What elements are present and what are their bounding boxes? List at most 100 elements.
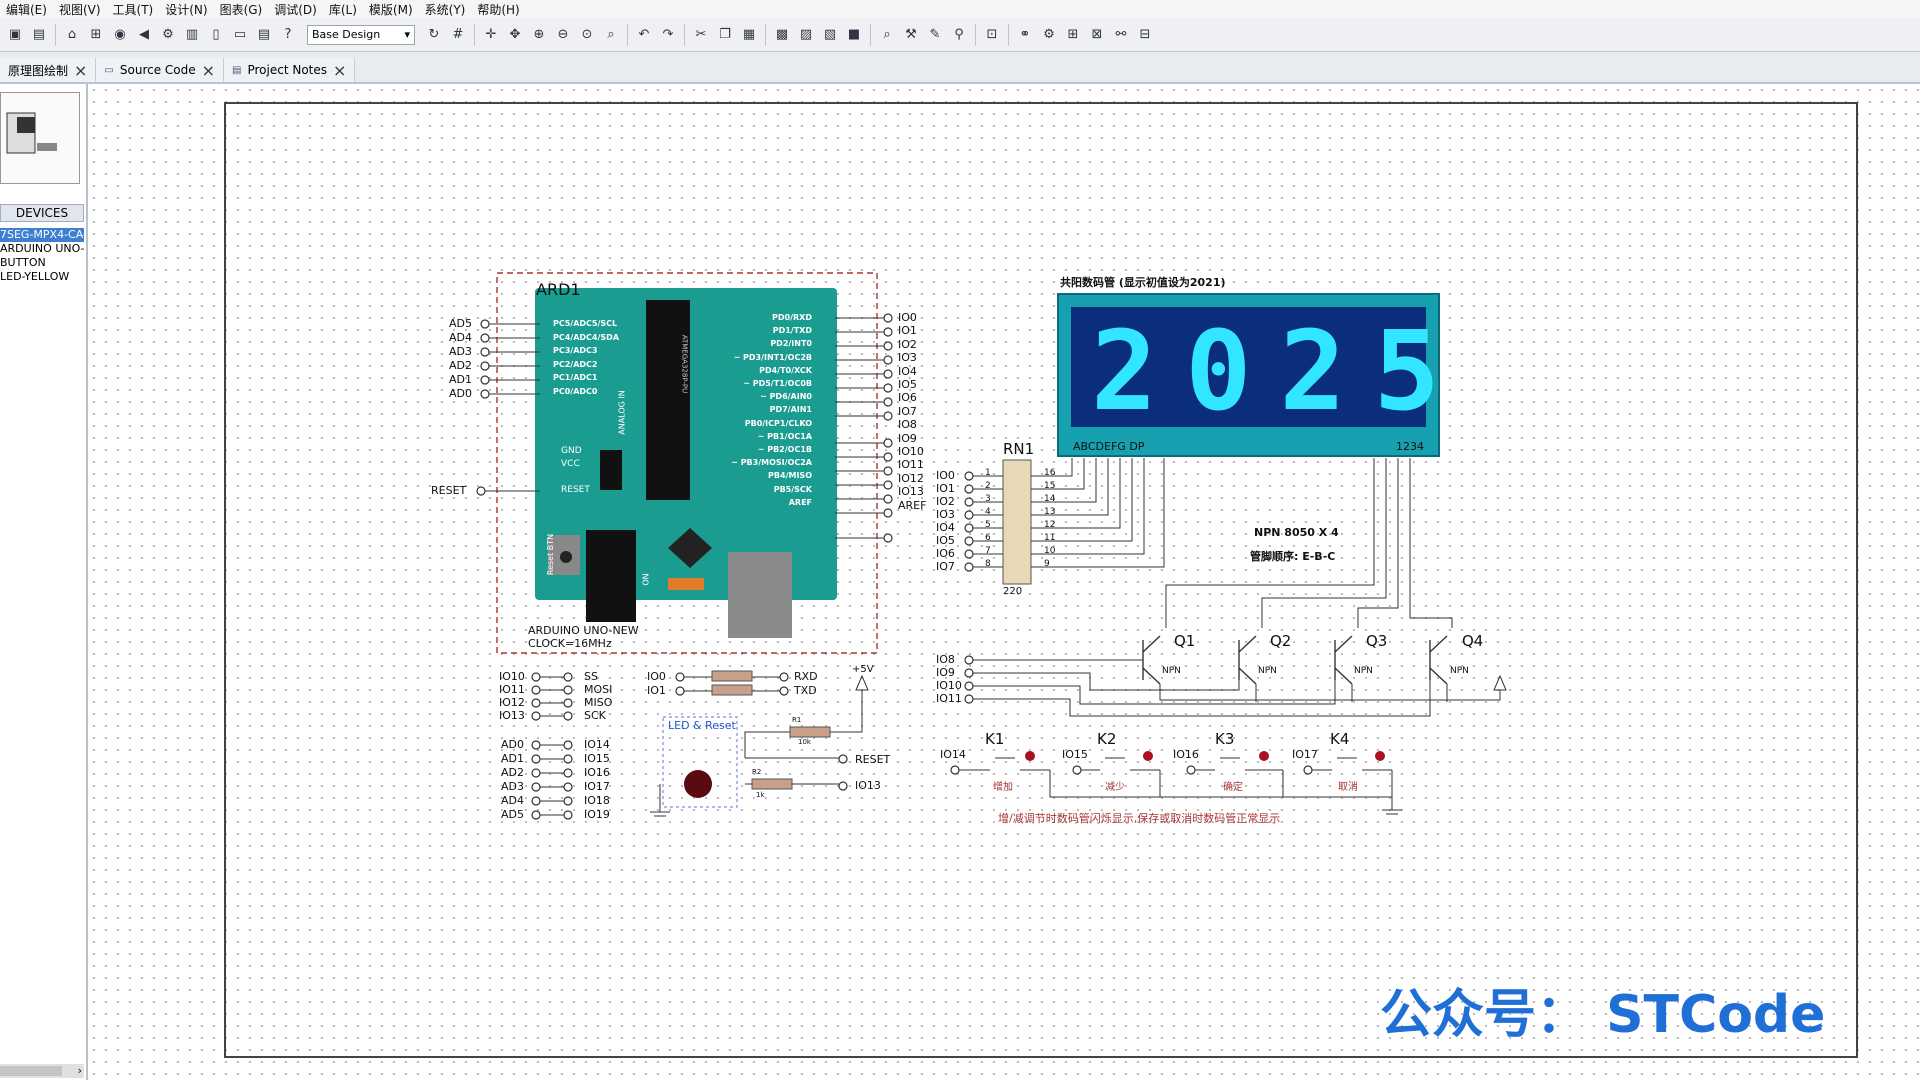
copy-icon[interactable]: ❐: [719, 27, 731, 42]
menu-item[interactable]: 图表(G): [219, 2, 263, 17]
horizontal-scrollbar[interactable]: ›: [0, 1064, 84, 1078]
tab-schematic[interactable]: 原理图绘制 ×: [0, 58, 97, 82]
decompose-icon[interactable]: ⚲: [954, 27, 964, 42]
zoom-in-icon[interactable]: ⊕: [533, 27, 545, 42]
grid-icon[interactable]: #: [452, 27, 464, 42]
menu-item[interactable]: 视图(V): [58, 2, 101, 17]
button-label: 取消: [1338, 782, 1358, 793]
display-title: 共阳数码管 (显示初值设为2021): [1060, 276, 1226, 289]
device-item[interactable]: BUTTON: [0, 256, 46, 269]
rn1-pin-label: 13: [1044, 507, 1056, 517]
digital-func-label: ~ PD5/T1/OC0B: [743, 379, 812, 388]
digital-port-label: IO3: [898, 351, 917, 365]
block-delete-icon[interactable]: ■: [847, 27, 861, 42]
block-copy-icon[interactable]: ▩: [775, 27, 789, 42]
undo-icon[interactable]: ↶: [638, 27, 650, 42]
digital-func-label: PD0/RXD: [772, 313, 812, 322]
cut-icon[interactable]: ✂: [695, 27, 707, 42]
save-icon[interactable]: ▣: [8, 27, 22, 42]
make-device-icon[interactable]: ⚒: [905, 27, 917, 42]
menu-item[interactable]: 系统(Y): [424, 2, 466, 17]
library-icon[interactable]: ▤: [32, 27, 46, 42]
redo-icon[interactable]: ↷: [662, 27, 674, 42]
search-icon[interactable]: ⚭: [1019, 27, 1031, 42]
tab-project-notes[interactable]: ▤ Project Notes ×: [224, 58, 356, 82]
zoom-out-icon[interactable]: ⊖: [557, 27, 569, 42]
io-left-label: AD3: [501, 780, 524, 793]
menu-item[interactable]: 模版(M): [368, 2, 413, 17]
help-icon[interactable]: ?: [284, 27, 292, 42]
notes-icon[interactable]: ▤: [257, 27, 271, 42]
toolbar-separator: [627, 23, 628, 46]
menu-item[interactable]: 库(L): [328, 2, 357, 17]
wire-autorouter-icon[interactable]: ⊡: [986, 27, 998, 42]
tab-source-code[interactable]: ▭ Source Code ×: [96, 58, 225, 82]
rn1-pin-label: 6: [985, 533, 991, 543]
rn1-input-label: IO2: [936, 495, 955, 508]
menu-item[interactable]: 设计(N): [165, 2, 208, 17]
pan-icon[interactable]: ✥: [509, 27, 521, 42]
back-icon[interactable]: ◀: [139, 27, 149, 42]
rn1-pin-label: 7: [985, 546, 991, 556]
close-icon[interactable]: ×: [201, 60, 216, 80]
remove-sheet-icon[interactable]: ⊠: [1091, 27, 1103, 42]
close-icon[interactable]: ×: [74, 60, 88, 80]
device-item[interactable]: LED-YELLOW: [0, 270, 70, 283]
analog-func-label: PC5/ADC5/SCL: [553, 319, 618, 328]
netlist-icon[interactable]: ⊟: [1139, 27, 1151, 42]
bom-icon[interactable]: ▥: [185, 27, 199, 42]
npn-note-line2: 管脚顺序: E-B-C: [1250, 550, 1336, 563]
pick-device-icon[interactable]: ⌕: [883, 27, 891, 42]
toolbar-separator: [474, 23, 475, 46]
rn1-pin-label: 9: [1044, 559, 1050, 569]
menu-item[interactable]: 工具(T): [112, 2, 154, 17]
line-icon[interactable]: ▭: [233, 27, 247, 42]
home-icon[interactable]: ⌂: [67, 27, 77, 42]
property-tool-icon[interactable]: ⚙: [1043, 27, 1055, 42]
menu-item[interactable]: 编辑(E): [6, 2, 47, 17]
rn1-input-label: IO1: [936, 482, 955, 495]
packaging-icon[interactable]: ✎: [929, 27, 941, 42]
transistor-type: NPN: [1162, 666, 1181, 676]
menu-item[interactable]: 调试(D): [274, 2, 317, 17]
digital-func-label: ~ PD3/INT1/OC2B: [733, 352, 812, 362]
zoom-all-icon[interactable]: ⊙: [581, 27, 593, 42]
transistor-ref: Q4: [1462, 632, 1484, 650]
tab-label: Source Code: [119, 63, 196, 77]
analog-port-label: AD1: [449, 373, 472, 386]
analog-port-label: AD4: [449, 331, 472, 344]
exit-parent-icon[interactable]: ⚯: [1115, 27, 1127, 42]
on-label: ON: [641, 573, 651, 586]
zoom-area-icon[interactable]: ⌕: [607, 27, 615, 42]
device-item[interactable]: ARDUINO UNO-NEW: [0, 242, 84, 255]
block-move-icon[interactable]: ▨: [799, 27, 813, 42]
digital-port-label: IO8: [898, 418, 917, 432]
component-icon[interactable]: ⚙: [162, 27, 174, 42]
refresh-icon[interactable]: ↻: [428, 27, 440, 42]
rn1-pin-label: 12: [1044, 520, 1056, 530]
spi-left-label: IO12: [499, 696, 525, 709]
button-note: 增/减调节时数码管闪烁显示,保存或取消时数码管正常显示: [998, 812, 1281, 825]
chevron-right-icon[interactable]: ›: [77, 1064, 82, 1077]
rn1-pin-label: 16: [1044, 468, 1056, 478]
pcb-icon[interactable]: ◉: [114, 27, 126, 42]
overview-preview[interactable]: [0, 92, 80, 184]
block-rotate-icon[interactable]: ▧: [823, 27, 837, 42]
design-select[interactable]: Base Design ▾: [307, 24, 415, 45]
io-right-label: IO16: [584, 766, 610, 779]
analog-func-label: PC3/ADC3: [553, 346, 598, 355]
schematic-icon[interactable]: ⊞: [90, 27, 102, 42]
scrollbar-thumb[interactable]: [0, 1066, 62, 1076]
new-sheet-icon[interactable]: ⊞: [1067, 27, 1079, 42]
device-item[interactable]: 7SEG-MPX4-CA-BLUE: [0, 228, 84, 242]
chevron-down-icon: ▾: [404, 28, 410, 41]
menu-item[interactable]: 帮助(H): [477, 2, 520, 17]
rn1-pin-label: 2: [985, 481, 991, 491]
rn1-ref: RN1: [1003, 440, 1035, 458]
origin-icon[interactable]: ✛: [485, 27, 497, 42]
button-port: IO15: [1062, 748, 1088, 761]
close-icon[interactable]: ×: [333, 60, 347, 80]
document-icon[interactable]: ▯: [212, 27, 220, 42]
paste-icon[interactable]: ▦: [742, 27, 756, 42]
transistor-type: NPN: [1354, 666, 1373, 676]
